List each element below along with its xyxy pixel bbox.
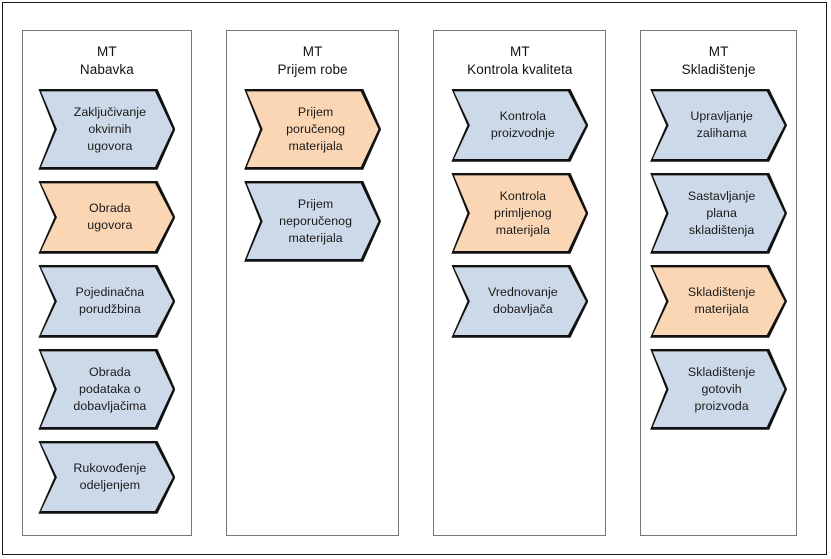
column-header: MT Nabavka (79, 44, 134, 78)
process-chevron[interactable]: Pojedinačna porudžbina (38, 264, 176, 338)
chevron-label: Prijem neporučenog materijala (279, 196, 353, 245)
chevron-fill: Obrada ugovora (40, 183, 173, 252)
chevron-fill: Prijem neporučenog materijala (246, 183, 379, 260)
chevron-fill: Prijem poručenog materijala (246, 91, 379, 168)
chevron-fill: Kontrola primljenog materijala (453, 175, 586, 252)
process-chevron[interactable]: Upravljanje zalihama (650, 88, 788, 162)
chevron-label: Sastavljanje plana skladištenja (687, 188, 756, 237)
process-chevron[interactable]: Prijem poručenog materijala (244, 88, 382, 170)
chevron-fill: Rukovođenje odeljenjem (40, 443, 173, 512)
chevron-label: Pojedinačna porudžbina (75, 285, 145, 317)
chevron-fill: Vrednovanje dobavljača (453, 267, 586, 336)
process-chevron[interactable]: Sastavljanje plana skladištenja (650, 172, 788, 254)
chevron-fill: Pojedinačna porudžbina (40, 267, 173, 336)
process-chevron[interactable]: Vrednovanje dobavljača (451, 264, 589, 338)
chevron-fill: Skladištenje materijala (652, 267, 785, 336)
column-header: MT Kontrola kvaliteta (467, 44, 573, 78)
chevron-label: Upravljanje zalihama (690, 109, 753, 141)
chevron-label: Rukovođenje odeljenjem (73, 461, 147, 493)
process-chevron[interactable]: Prijem neporučenog materijala (244, 180, 382, 262)
chevron-label: Prijem poručenog materijala (286, 104, 346, 153)
chevron-label: Skladištenje gotovih proizvoda (687, 364, 756, 413)
chevron-label: Skladištenje materijala (687, 285, 756, 317)
column-header: MT Skladištenje (681, 44, 756, 78)
chevron-fill: Skladištenje gotovih proizvoda (652, 351, 785, 428)
process-chevron[interactable]: Obrada ugovora (38, 180, 176, 254)
chevron-fill: Kontrola proizvodnje (453, 91, 586, 160)
chevron-label: Kontrola proizvodnje (490, 109, 555, 141)
process-chevron[interactable]: Kontrola primljenog materijala (451, 172, 589, 254)
column-header: MT Prijem robe (277, 44, 348, 78)
chevron-label: Obrada ugovora (87, 201, 133, 233)
process-chevron[interactable]: Kontrola proizvodnje (451, 88, 589, 162)
process-chevron[interactable]: Obrada podataka o dobavljačima (38, 348, 176, 430)
chevron-fill: Obrada podataka o dobavljačima (40, 351, 173, 428)
chevron-label: Kontrola primljenog materijala (494, 188, 552, 237)
chevron-label: Obrada podataka o dobavljačima (73, 364, 147, 413)
process-chevron[interactable]: Skladištenje materijala (650, 264, 788, 338)
process-chevron[interactable]: Zaključivanje okvirnih ugovora (38, 88, 176, 170)
chevron-label: Vrednovanje dobavljača (488, 285, 558, 317)
chevron-label: Zaključivanje okvirnih ugovora (73, 104, 147, 153)
chevron-fill: Zaključivanje okvirnih ugovora (40, 91, 173, 168)
process-chevron[interactable]: Rukovođenje odeljenjem (38, 440, 176, 514)
process-chevron[interactable]: Skladištenje gotovih proizvoda (650, 348, 788, 430)
chevron-fill: Upravljanje zalihama (652, 91, 785, 160)
chevron-fill: Sastavljanje plana skladištenja (652, 175, 785, 252)
